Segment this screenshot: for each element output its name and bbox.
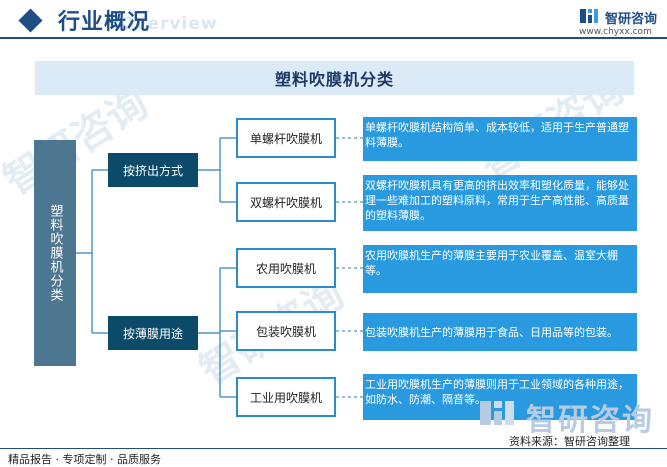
brand-logo-icon [580, 9, 598, 23]
leaf-node-twin-screw: 双螺杆吹膜机 [236, 182, 336, 222]
diagram-title: 塑料吹膜机分类 [274, 70, 394, 89]
leaf-node-packaging: 包装吹膜机 [236, 311, 336, 351]
brand-watermark-logo-icon [480, 401, 514, 425]
description-twin-screw: 双螺杆吹膜机具有更高的挤出效率和塑化质量，能够处理一些难加工的塑料原料，常用于生… [363, 175, 637, 231]
diagram-title-banner: 塑料吹膜机分类 [35, 61, 634, 95]
group-node-extrusion: 按挤出方式 [108, 153, 198, 187]
leaf-node-agricultural: 农用吹膜机 [236, 248, 336, 288]
root-node: 塑料吹膜机分类 [34, 140, 76, 366]
root-label: 塑料吹膜机分类 [47, 204, 63, 302]
footer-divider [0, 448, 667, 449]
page-title: 行业概况 [58, 10, 151, 35]
description-packaging: 包装吹膜机生产的薄膜用于食品、日用品等的包装。 [363, 313, 637, 351]
leaf-node-single-screw: 单螺杆吹膜机 [236, 118, 336, 158]
header-watermark: Overview [120, 14, 218, 34]
brand-url: www.chyxx.com [579, 27, 652, 37]
footer-tagline: 精品报告 · 专项定制 · 品质服务 [8, 453, 161, 466]
header: Overview 行业概况 智研咨询 www.chyxx.com [0, 0, 667, 46]
description-agricultural: 农用吹膜机生产的薄膜主要用于农业覆盖、温室大棚等。 [363, 245, 637, 293]
group-node-film-use: 按薄膜用途 [108, 316, 198, 350]
brand-watermark-text: 智研咨询 [526, 403, 654, 438]
description-single-screw: 单螺杆吹膜机结构简单、成本较低，适用于生产普通塑料薄膜。 [363, 117, 637, 161]
brand-name: 智研咨询 [605, 12, 658, 27]
leaf-node-industrial: 工业用吹膜机 [236, 377, 336, 417]
header-divider [0, 37, 667, 39]
source-note: 资料来源：智研咨询整理 [509, 435, 630, 448]
